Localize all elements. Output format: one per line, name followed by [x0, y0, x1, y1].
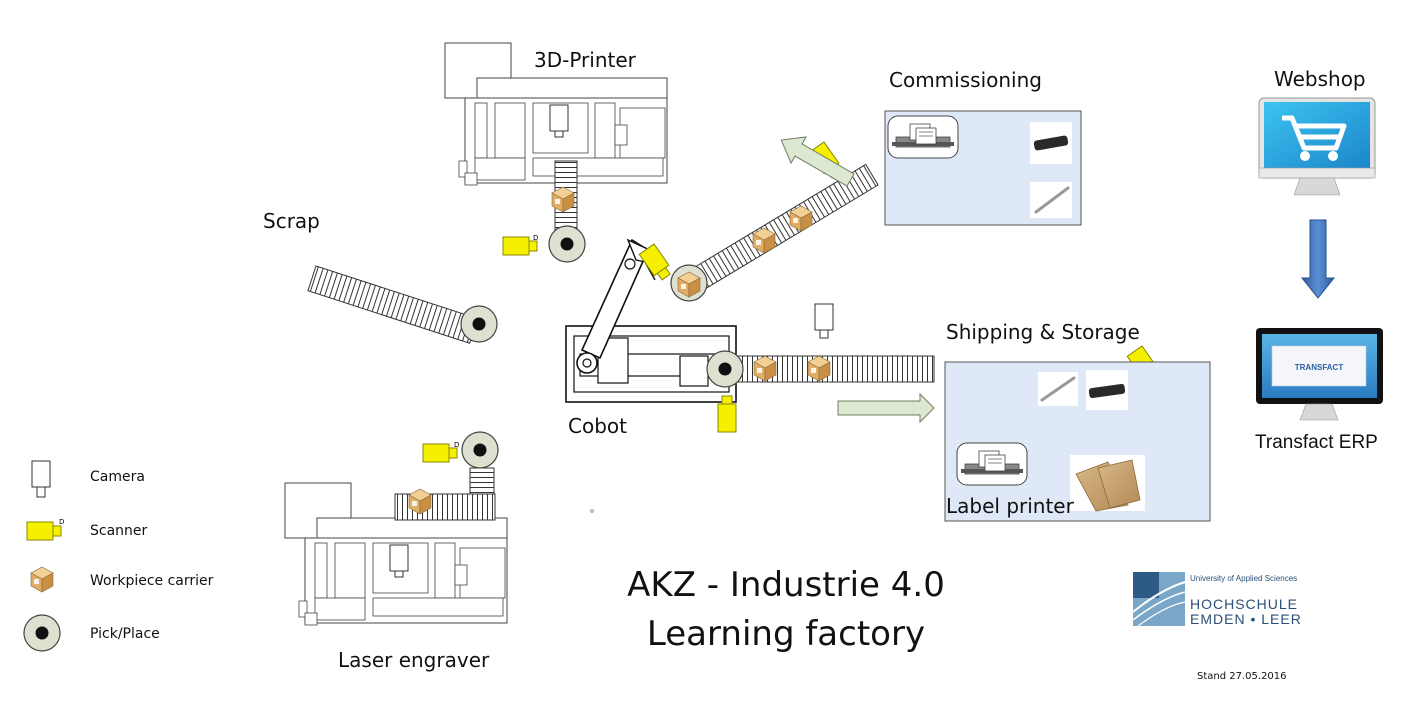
legend-scanner-label: Scanner: [90, 523, 148, 539]
pick-place-icon: [706, 350, 744, 388]
logo-line-1: HOCHSCHULE: [1190, 596, 1299, 612]
pen-icon: [1086, 370, 1128, 410]
conveyor-laser: [394, 467, 496, 521]
pick-place-icon: [460, 305, 498, 343]
scanner-icon: D: [422, 441, 459, 463]
scanner-icon: [717, 395, 737, 433]
label-label-printer: Label printer: [946, 494, 1074, 518]
label-webshop: Webshop: [1274, 67, 1366, 91]
shipping-storage-panel: [944, 361, 1211, 522]
label-commissioning: Commissioning: [889, 68, 1042, 92]
stand-date: Stand 27.05.2016: [1197, 671, 1287, 682]
logo-university-text: University of Applied Sciences: [1190, 574, 1298, 583]
erp-monitor-icon: TRANSFACT: [1256, 328, 1383, 421]
scanner-mark: D: [533, 234, 538, 242]
label-scrap: Scrap: [263, 209, 320, 233]
legend-pick-place-icon: [23, 614, 61, 652]
pen-icon: [1038, 372, 1078, 406]
scanner-mark: D: [59, 518, 64, 526]
pick-place-icon: [461, 431, 499, 469]
pick-place-icon: [548, 225, 586, 263]
label-cobot: Cobot: [568, 414, 627, 438]
pen-icon: [1030, 122, 1072, 164]
camera-icon: [814, 303, 834, 339]
scanner-mark: D: [454, 441, 459, 449]
webshop-monitor-icon: [1258, 97, 1376, 196]
scanner-icon: D: [502, 234, 538, 256]
legend-camera-icon: [31, 460, 51, 498]
label-3d-printer: 3D-Printer: [534, 48, 636, 72]
title-line-1: AKZ - Industrie 4.0: [627, 565, 945, 605]
label-laser-engraver: Laser engraver: [338, 648, 490, 672]
label-shipping-storage: Shipping & Storage: [946, 320, 1140, 344]
logo-line-2: EMDEN • LEER: [1190, 611, 1302, 627]
title-line-2: Learning factory: [646, 614, 926, 654]
envelope-icon: [1070, 455, 1145, 512]
pen-icon: [1030, 182, 1072, 218]
erp-screen-text: TRANSFACT: [1295, 363, 1344, 372]
flow-arrow-shipping: [837, 392, 935, 424]
cart-icon: [1282, 115, 1347, 151]
legend-camera-label: Camera: [90, 469, 145, 485]
legend-workpiece-carrier-icon: [30, 566, 54, 593]
commissioning-panel: [884, 110, 1082, 226]
legend-workpiece-carrier-label: Workpiece carrier: [90, 573, 214, 589]
conveyor-commissioning: [689, 163, 879, 292]
flow-arrow-webshop-to-erp: [1300, 219, 1336, 299]
flow-arrow-commissioning: [780, 136, 855, 187]
legend-pick-place-label: Pick/Place: [90, 626, 160, 642]
label-transfact-erp: Transfact ERP: [1255, 432, 1378, 453]
legend-scanner-icon: D: [26, 518, 64, 541]
university-logo: [1132, 572, 1186, 627]
conveyor-scrap: [307, 265, 479, 344]
